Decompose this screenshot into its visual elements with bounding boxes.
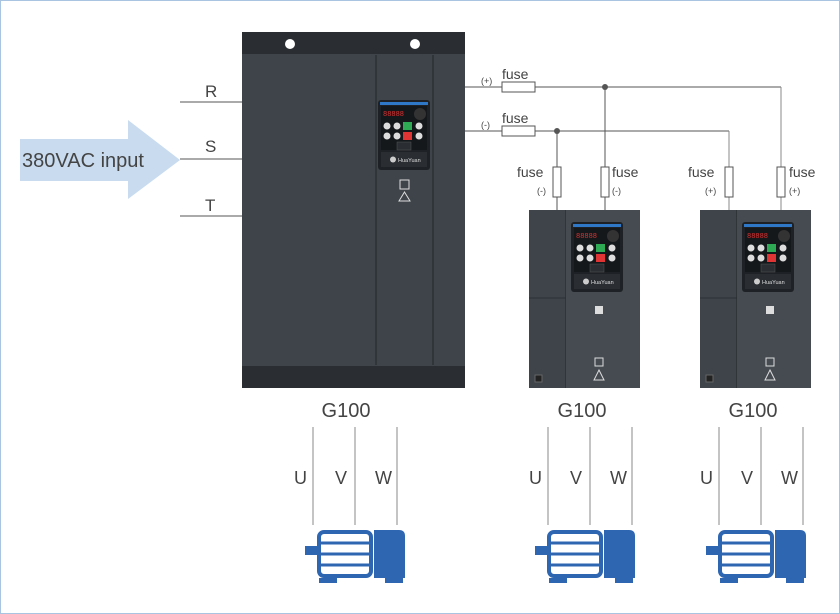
fuse-polarity: (-) [612,186,621,196]
drive-1-model: G100 [322,400,371,422]
output-u: U [294,468,307,488]
motor-icon [704,528,808,585]
phase-r-label: R [205,82,217,101]
motor-icon [533,528,637,585]
minus-label: (-) [481,120,490,130]
fuse-label: fuse [612,164,639,180]
drive-2-model: G100 [558,400,607,422]
output-v: V [741,468,753,488]
dc-bus: fuse fuse (+) (-) fuse (-) fuse (-) fuse… [465,66,816,210]
drive-3 [700,210,811,388]
junction-plus [602,84,608,90]
drive-2 [529,210,640,388]
fuse-label: fuse [517,164,544,180]
fuse-minus [501,125,536,137]
phase-lines: R S T [180,82,242,217]
phase-s-label: S [205,137,216,156]
input-label: 380VAC input [22,150,144,172]
output-w: W [610,468,627,488]
fuse-plus-label: fuse [502,66,529,82]
fuse-polarity: (+) [705,186,716,196]
drive-3-model: G100 [729,400,778,422]
output-v: V [335,468,347,488]
drive-3-outputs: U V W [700,427,804,525]
fuse-label: fuse [789,164,816,180]
fuse-plus [501,81,536,93]
drive-3-brand: HuaYuan [762,280,785,286]
output-v: V [570,468,582,488]
fuse-minus-label: fuse [502,110,529,126]
fuse-polarity: (+) [789,186,800,196]
fuse-polarity: (-) [537,186,546,196]
drive-1-outputs: U V W [294,427,398,525]
main-drive: HuaYuan [242,32,465,388]
fuse-label: fuse [688,164,715,180]
drive-2-brand: HuaYuan [591,280,614,286]
drive-2-outputs: U V W [529,427,633,525]
input-arrow: 380VAC input [20,120,180,199]
drive-1-brand: HuaYuan [398,158,421,164]
output-w: W [375,468,392,488]
output-u: U [529,468,542,488]
output-u: U [700,468,713,488]
output-w: W [781,468,798,488]
junction-minus [554,128,560,134]
phase-t-label: T [205,196,215,215]
plus-label: (+) [481,76,492,86]
motor-icon [303,528,407,585]
